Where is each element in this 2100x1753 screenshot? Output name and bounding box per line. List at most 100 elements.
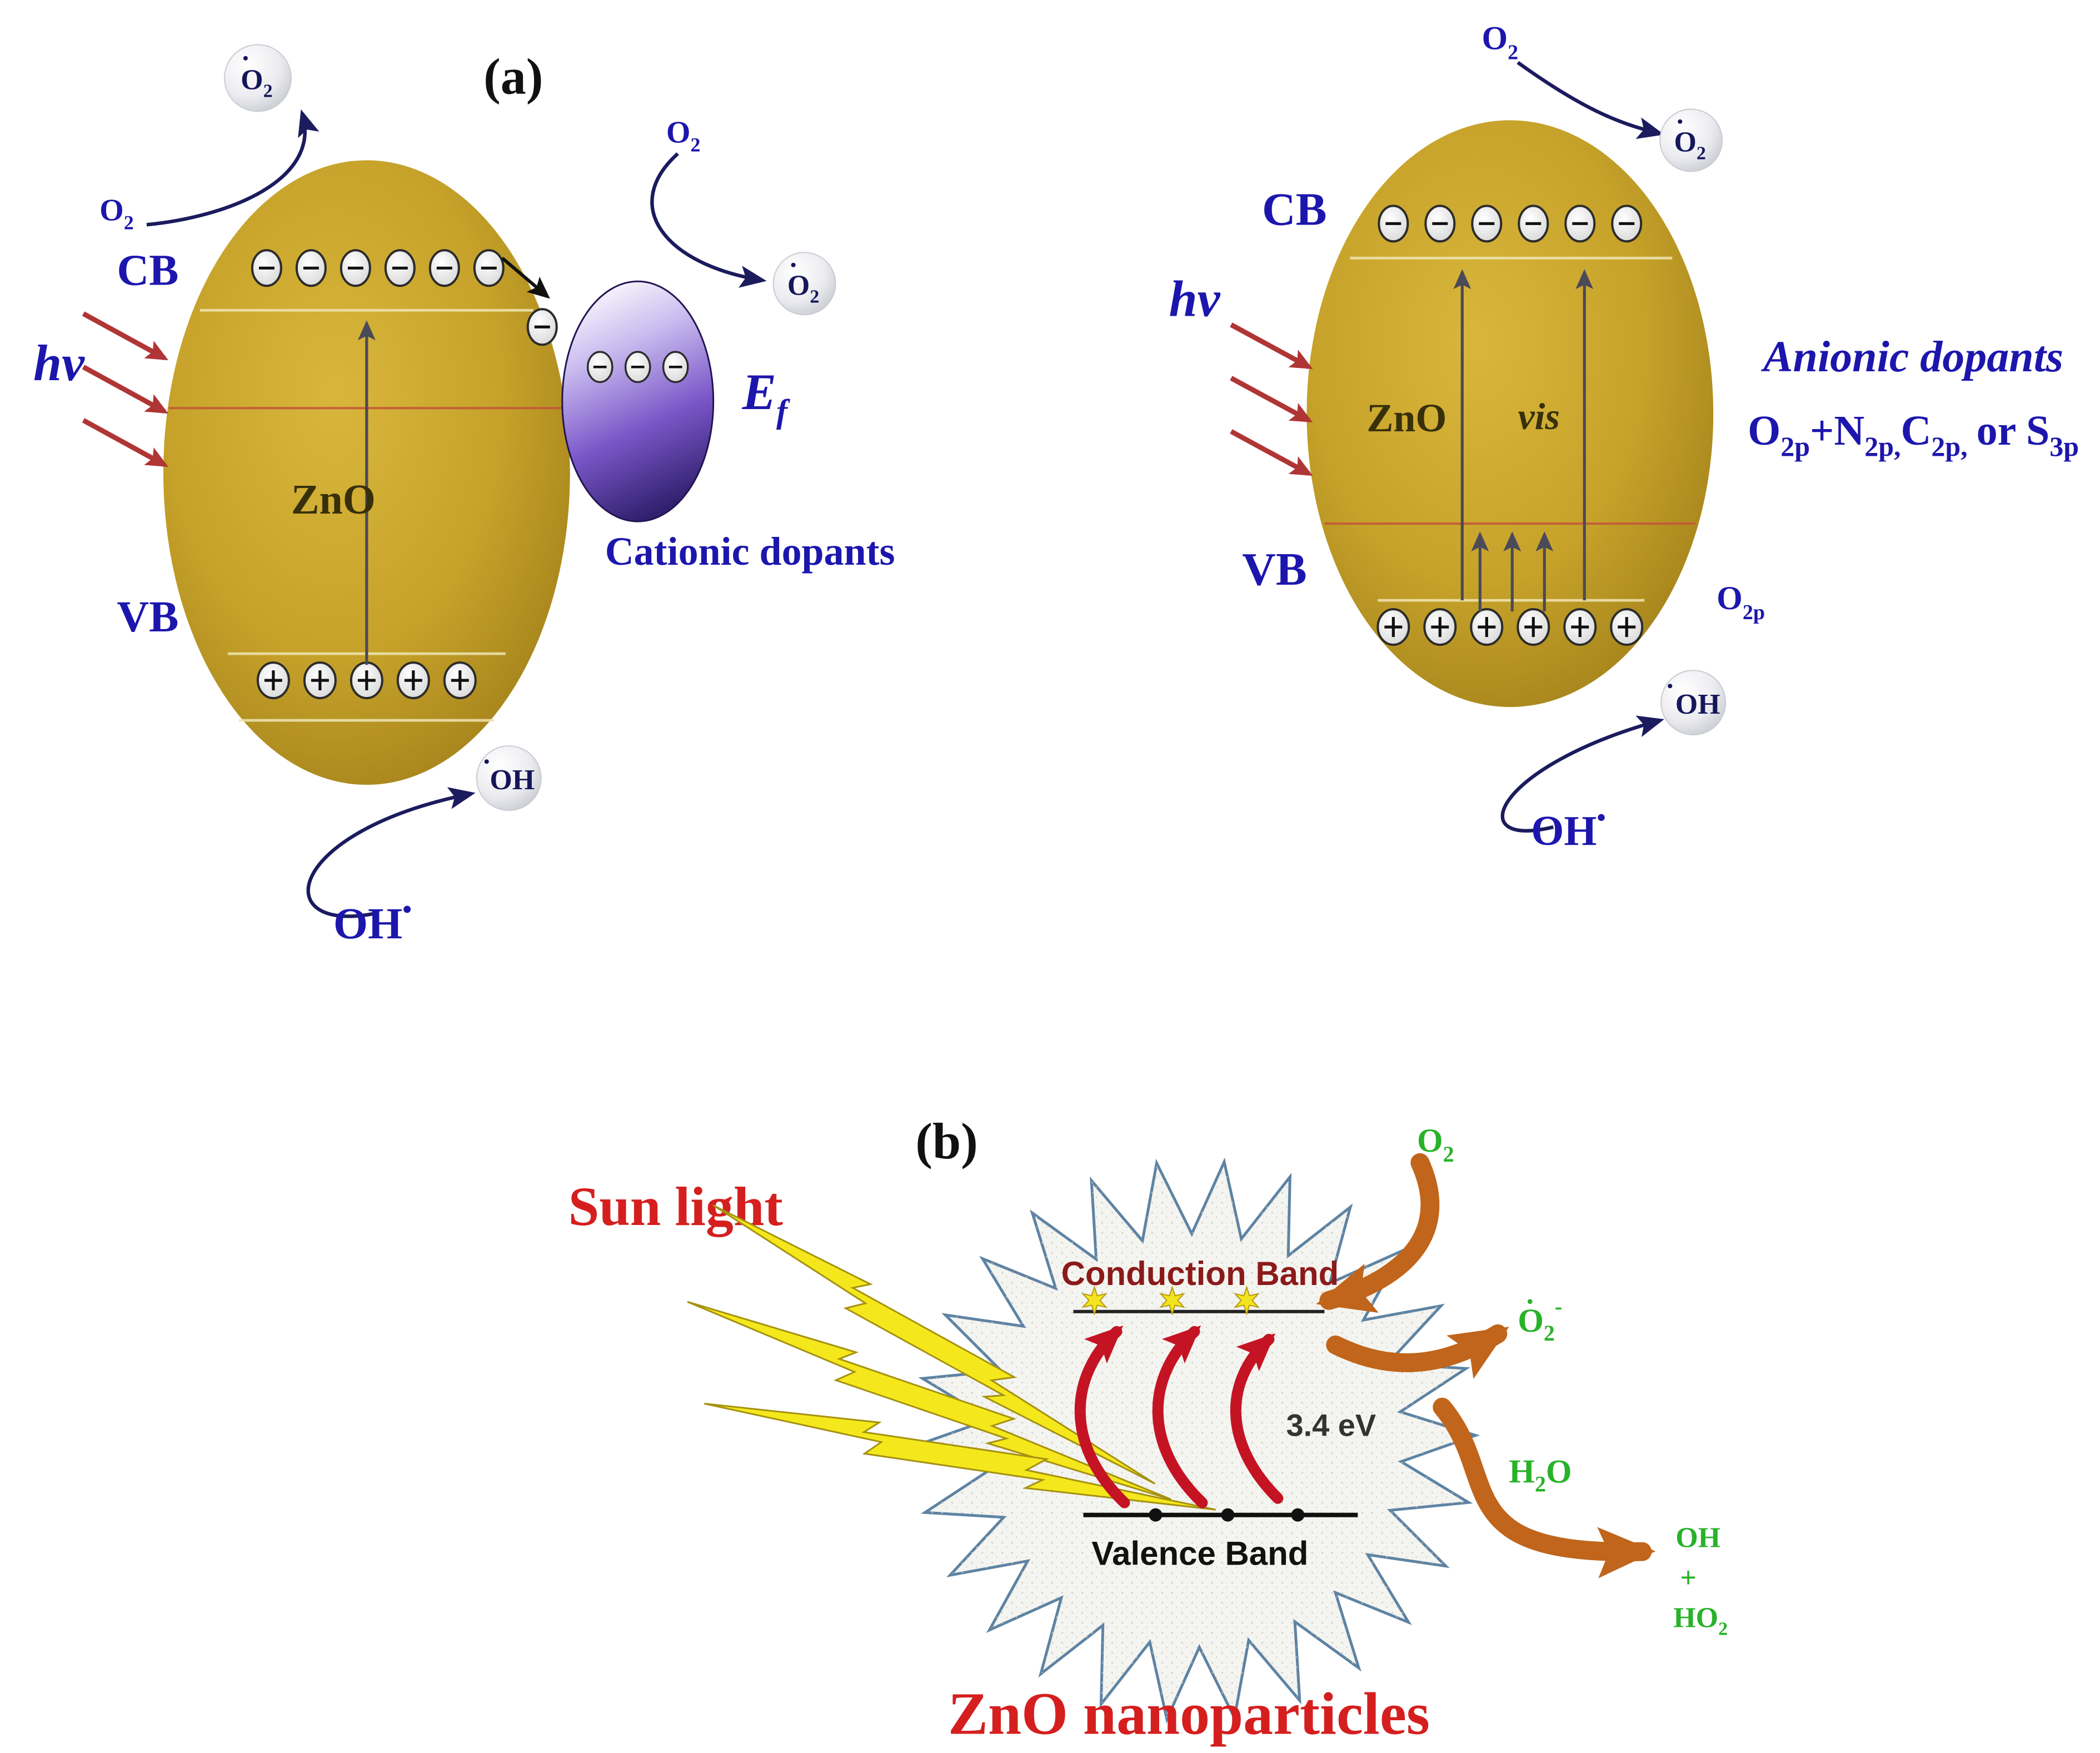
o2-feed-label: O2 xyxy=(666,115,701,156)
valence-band-label: Valence Band xyxy=(1091,1535,1308,1572)
o2-capture-arrow xyxy=(1316,1153,1440,1313)
hole-icon xyxy=(1611,609,1642,645)
cationic-dopant-particle xyxy=(561,280,715,522)
electron-transfer-arrow xyxy=(650,152,767,288)
ho2-product-label: HO2 xyxy=(1673,1602,1728,1640)
o2-feed-label: O2 xyxy=(1482,19,1518,64)
electron-transfer-arrow xyxy=(146,109,320,227)
radical-sphere xyxy=(476,745,542,811)
cb-label: CB xyxy=(1262,183,1327,235)
radical-dot: • xyxy=(790,256,796,274)
conduction-band-label: Conduction Band xyxy=(1061,1255,1339,1292)
electron-icon xyxy=(664,352,688,382)
electron-icon xyxy=(1519,206,1548,241)
electron-icon xyxy=(1379,206,1408,241)
excitation-arrow xyxy=(1152,1325,1208,1508)
zno-particle-right: ZnO vis xyxy=(1306,120,1714,708)
hole-icon xyxy=(351,663,382,698)
radical-dot: • xyxy=(243,49,249,67)
h2o-label: H2O xyxy=(1509,1453,1572,1497)
radical-dot: • xyxy=(484,753,490,771)
oh-product-label: OH xyxy=(1675,1522,1720,1554)
vb-label: VB xyxy=(1242,544,1307,595)
excitation-arrow xyxy=(1074,1325,1130,1508)
photon-arrow xyxy=(82,418,168,467)
electron-icon xyxy=(297,250,326,286)
hole-icon xyxy=(445,663,476,698)
hole-icon xyxy=(398,663,429,698)
superoxide-radical-dot: • xyxy=(1527,1291,1533,1311)
hole-icon xyxy=(1564,609,1595,645)
photon-arrow xyxy=(82,311,168,361)
electron-icon xyxy=(475,250,503,286)
excitation-arrow xyxy=(1230,1333,1284,1504)
panel-a-label: (a) xyxy=(483,48,543,104)
hydroxyl-source-label: OH• xyxy=(333,895,412,948)
plus-sign: + xyxy=(1680,1562,1697,1594)
hydroxyl-sphere-right: • OH xyxy=(1660,670,1727,736)
fermi-level-label: Ef xyxy=(742,363,790,430)
hydroxyl-label: OH xyxy=(1675,689,1720,720)
superoxide-label: O2- xyxy=(1518,1294,1562,1346)
electron-icon xyxy=(528,309,557,345)
superoxide-sphere-right: • O2 xyxy=(1659,108,1723,172)
zno-particle-left: ZnO xyxy=(163,160,570,785)
hv-photon-arrows xyxy=(1230,322,1313,476)
electron-icon xyxy=(386,250,415,286)
hv-photon-arrows xyxy=(82,311,168,467)
hydroxyl-sphere-left: • OH xyxy=(476,745,542,811)
o2-label: O2 xyxy=(1417,1122,1454,1167)
electron-icon xyxy=(626,352,650,382)
electron-transfer-arrow xyxy=(1517,61,1664,140)
anionic-dopants-title: Anionic dopants xyxy=(1760,332,2063,381)
electron-icon xyxy=(1425,206,1454,241)
hole-icon xyxy=(1424,609,1455,645)
superoxide-arrow xyxy=(1326,1324,1509,1379)
superoxide-label: O2 xyxy=(241,64,272,101)
hv-label: hν xyxy=(33,335,85,391)
reaction-arrows xyxy=(1316,1153,1656,1578)
hydroxyl-arrow xyxy=(1500,715,1664,833)
radical-sphere xyxy=(1659,108,1723,172)
band-gap-label: 3.4 eV xyxy=(1286,1408,1376,1443)
hole-icon xyxy=(305,663,336,698)
electron-icon xyxy=(430,250,459,286)
hole-dot xyxy=(1149,1508,1163,1522)
radical-sphere xyxy=(223,44,292,112)
hydroxyl-source-label: OH• xyxy=(1531,803,1605,854)
superoxide-label: O2 xyxy=(1674,126,1705,163)
panel-a: (a) ZnO CB VB hν xyxy=(33,19,2079,948)
h2o-oxidation-arrow xyxy=(1433,1397,1656,1578)
electron-icon xyxy=(1472,206,1501,241)
hole-icon xyxy=(1471,609,1502,645)
hydroxyl-arrow xyxy=(306,787,476,918)
photon-arrow xyxy=(82,365,168,414)
o2-feed-label: O2 xyxy=(99,193,134,233)
electron-icon xyxy=(1612,206,1641,241)
cationic-dopants-caption: Cationic dopants xyxy=(605,529,895,574)
product-stack: OH + HO2 xyxy=(1673,1522,1728,1640)
zno-nanoparticles-caption: ZnO nanoparticles xyxy=(948,1681,1430,1747)
hole-icon xyxy=(1378,609,1409,645)
superoxide-sphere-top: • O2 xyxy=(223,44,292,112)
photon-arrow xyxy=(1230,376,1313,423)
electron-icon xyxy=(588,352,612,382)
hole-dot xyxy=(1221,1508,1235,1522)
o2p-label: O2p xyxy=(1717,580,1765,624)
radical-sphere xyxy=(1660,670,1727,736)
panel-b: (b) Sun light Conduction Band 3.4 eV Val… xyxy=(568,1113,1728,1747)
radical-dot: • xyxy=(1667,677,1673,695)
vb-label: VB xyxy=(117,592,178,641)
dopant-body xyxy=(561,280,715,522)
excitation-arrows xyxy=(1074,1325,1284,1508)
cb-label: CB xyxy=(117,246,178,295)
superoxide-sphere-dopant: • O2 xyxy=(772,252,836,316)
hole-icon xyxy=(258,663,289,698)
electron-hop-arrow xyxy=(501,257,550,299)
panel-b-label: (b) xyxy=(915,1113,977,1169)
zno-particle-body xyxy=(1306,120,1714,708)
radical-dot: • xyxy=(1677,112,1683,131)
electron-icon xyxy=(341,250,370,286)
